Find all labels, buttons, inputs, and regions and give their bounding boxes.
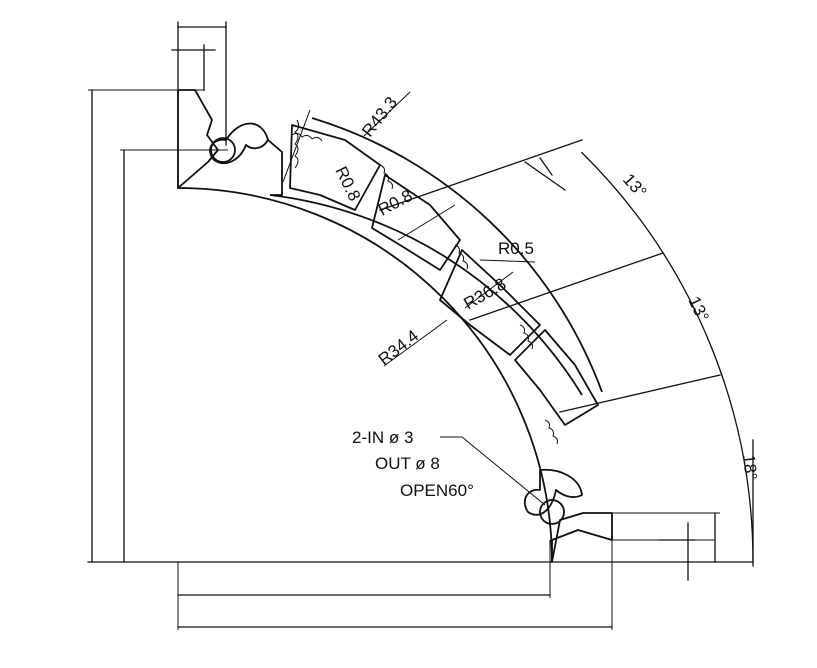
outer-radius-label: R43.3 xyxy=(358,93,401,140)
profile-cells xyxy=(289,119,599,445)
callout-line-2: OUT ø 8 xyxy=(375,454,440,473)
dimension-lines xyxy=(87,21,754,630)
callout-line-3: OPEN60° xyxy=(400,481,474,500)
angle-lines xyxy=(282,91,721,506)
corner-radius-label-3: R0.5 xyxy=(498,239,534,258)
inner-radius-label: R34.4 xyxy=(375,326,422,369)
labels: R43.3 R0.8 R0.8 R0.5 R36.8 R34.4 13° 13°… xyxy=(331,93,760,500)
mid-radius-label: R36.8 xyxy=(461,274,510,313)
angle-label-bottom: 18° xyxy=(739,453,761,481)
corner-radius-label-1: R0.8 xyxy=(331,163,364,204)
profile-outline xyxy=(177,89,754,563)
callout-line-1: 2-IN ø 3 xyxy=(352,428,413,447)
angle-label-top: 13° xyxy=(619,170,650,202)
